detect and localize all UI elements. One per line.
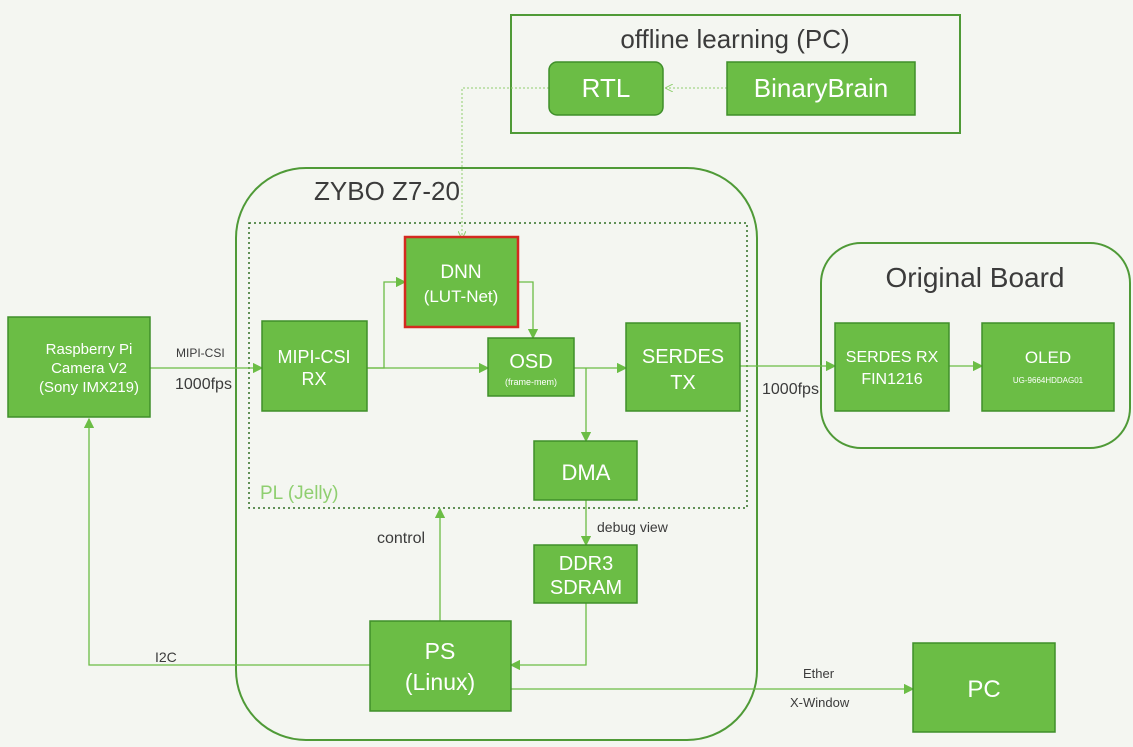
ddr3-sdram-block [533,544,638,604]
ddr3-to-ps-arrow [509,603,587,671]
ps-label-line1: PS [425,638,456,664]
camera-label-line3: (Sony IMX219) [39,379,139,396]
rtl-block [548,61,664,116]
rtl-label: RTL [582,73,631,103]
original-board-title: Original Board [886,262,1065,293]
ps-i2c-arrow [83,417,370,666]
ps-label-line2: (Linux) [405,669,475,695]
i2c-label: I2C [155,649,177,665]
osd-block [487,337,575,397]
camera-label-line1: Raspberry Pi [46,341,133,358]
serdes-rx-block [834,322,950,412]
dnn-to-osd-arrow [518,281,539,340]
zybo-board-frame [235,167,758,741]
serdes-tx-label-line1: SERDES [642,346,724,368]
original-board-frame [820,242,1131,449]
ddr3-label-line1: DDR3 [559,553,613,575]
control-label: control [377,530,425,547]
ps-block [369,620,512,712]
osd-label-line1: OSD [509,351,552,373]
oled-label-line2: UG-9664HDDAG01 [1013,376,1084,385]
ether-label: Ether [803,666,835,681]
xwindow-label: X-Window [790,695,850,710]
mipi-csi-rx-block [261,320,368,412]
camera-block [7,316,151,418]
output-fps-label: 1000fps [762,381,819,398]
camera-label-line2: Camera V2 [51,360,127,377]
oled-label-line1: OLED [1025,348,1071,367]
binarybrain-block [726,61,916,116]
osd-label-line2: (frame-mem) [505,377,557,387]
binarybrain-label: BinaryBrain [754,73,888,103]
debug-view-label: debug view [597,519,669,535]
mipi-csi-rx-label-line2: RX [301,369,326,389]
dnn-label-line1: DNN [440,262,481,283]
dnn-block [403,235,520,329]
dma-block [533,440,638,501]
mipi-to-dnn-arrow [367,276,407,369]
dma-label: DMA [562,460,611,485]
mipi-csi-rx-label-line1: MIPI-CSI [277,347,350,367]
input-fps-label: 1000fps [175,376,232,393]
mipi-csi-label: MIPI-CSI [176,346,225,360]
offline-learning-title: offline learning (PC) [620,24,849,54]
rtl-to-dnn-arrow [462,87,549,238]
ddr3-label-line2: SDRAM [550,577,622,599]
serdes-rx-label-line2: FIN1216 [861,371,922,388]
zybo-board-title: ZYBO Z7-20 [314,176,460,206]
pc-label: PC [967,676,1000,703]
dnn-label-line2: (LUT-Net) [424,287,499,306]
serdes-rx-label-line1: SERDES RX [846,349,939,366]
offline-learning-frame [510,14,961,134]
serdes-tx-label-line2: TX [670,372,696,394]
pc-block [912,642,1056,733]
oled-block [981,322,1115,412]
pl-region-label: PL (Jelly) [260,483,338,504]
serdes-tx-block [625,322,741,412]
